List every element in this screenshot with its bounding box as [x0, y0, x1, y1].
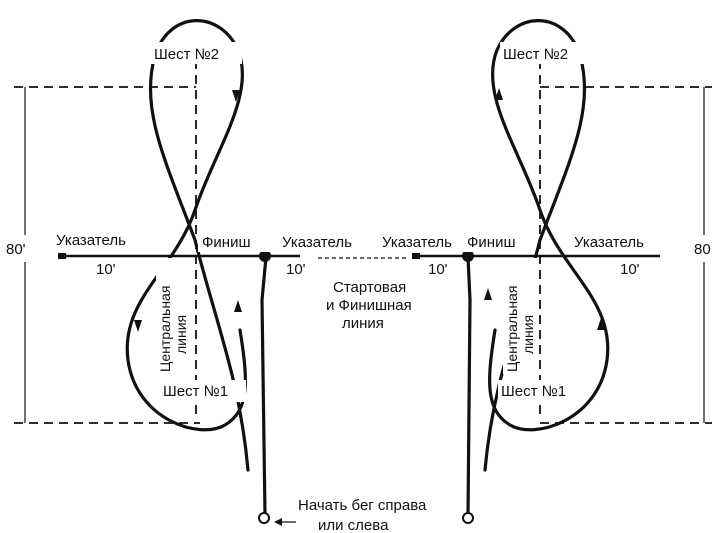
left-finish-bg	[198, 232, 272, 252]
right-arrow-right	[597, 318, 605, 330]
start-finish-label-3: линия	[342, 315, 384, 332]
right-dist-left-label: 10'	[428, 261, 448, 278]
right-marker-left-label: Указатель	[382, 234, 452, 251]
left-dist-right-label: 10'	[286, 261, 306, 278]
right-height-label: 80	[694, 241, 711, 258]
start-finish-label-1: Стартовая	[333, 279, 406, 296]
left-arrow-left	[134, 320, 142, 332]
right-center-line-label: Центральная линия	[503, 258, 539, 374]
left-height-label: 80'	[6, 241, 26, 258]
left-pole2-bg	[150, 42, 242, 64]
left-dist-left-label: 10'	[96, 261, 116, 278]
start-note-arrowhead	[274, 518, 282, 526]
right-pole1-label: Шест №1	[501, 383, 566, 400]
right-run-in-path	[466, 255, 472, 517]
left-figure-eight	[125, 19, 250, 472]
start-note-2: или слева	[318, 517, 389, 533]
right-pole2-bg	[500, 42, 592, 64]
left-center-line-text-1: Центральная	[157, 286, 173, 372]
left-marker-left-label: Указатель	[56, 232, 126, 249]
left-marker-right-label: Указатель	[282, 234, 352, 251]
left-finish-label: Финиш	[202, 234, 250, 251]
left-marker-right-bg	[278, 232, 374, 252]
left-start-circle	[258, 512, 270, 524]
right-pole1-bg	[498, 380, 584, 402]
right-marker-right-bg	[570, 232, 666, 252]
right-figure-eight	[483, 19, 610, 472]
right-marker-end	[412, 253, 420, 259]
right-start-circle	[462, 512, 474, 524]
right-pole2-label: Шест №2	[503, 46, 568, 63]
left-marker-end	[58, 253, 66, 259]
left-arrow-up	[234, 300, 242, 312]
left-center-line-text-2: линия	[173, 315, 189, 354]
left-pole2-label: Шест №2	[154, 46, 219, 63]
left-pole1-label: Шест №1	[163, 383, 228, 400]
left-run-in-path	[260, 255, 268, 517]
right-marker-right-label: Указатель	[574, 234, 644, 251]
right-finish-label: Финиш	[467, 234, 515, 251]
right-arrow-up	[484, 288, 492, 300]
right-dist-right-label: 10'	[620, 261, 640, 278]
right-marker-left-bg	[378, 232, 528, 252]
start-note-1: Начать бег справа	[298, 497, 427, 514]
left-pole1-bg	[160, 380, 246, 402]
right-arrow-top	[495, 88, 503, 100]
left-center-line-label: Центральная линия	[156, 258, 192, 374]
start-finish-label-2: и Финишная	[326, 297, 412, 314]
right-center-line-text-1: Центральная	[504, 286, 520, 372]
left-arrow-top	[232, 90, 240, 102]
right-center-line-text-2: линия	[520, 315, 536, 354]
